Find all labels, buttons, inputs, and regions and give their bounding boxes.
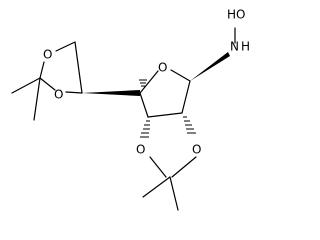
bond-c4-o — [139, 70, 159, 94]
bond-ring-cq-o-bottom — [39, 77, 56, 91]
bond-c3-c2 — [147, 112, 183, 118]
atom-label-upper-dioxolane-o2: O — [54, 88, 63, 102]
bond-ring-c-o-top — [55, 41, 76, 52]
atom-label-lower-dioxolane-o1: O — [136, 143, 145, 157]
bond-methyl-1 — [11, 77, 41, 94]
hashed-bond-c2-o — [183, 116, 196, 134]
atom-label-nitrogen-hydrogen: H — [241, 40, 250, 54]
bond-c1-c2 — [181, 80, 191, 114]
atom-label-furanose-oxygen: O — [158, 61, 167, 75]
molecular-structure: HO N H O O O O O — [11, 8, 250, 211]
atom-label-hydroxyl: HO — [227, 8, 245, 22]
wedge-bond-dioxolane-to-c4 — [82, 90, 140, 96]
bond-c4-c3 — [139, 92, 149, 118]
hashed-bond-c4 — [139, 79, 147, 87]
atom-label-nitrogen: N — [230, 40, 239, 54]
upper-dioxolane-ring — [11, 41, 83, 121]
bond-ring-o-c-bottom — [65, 91, 83, 94]
bond-methyl-2 — [33, 77, 41, 121]
atom-label-upper-dioxolane-o1: O — [43, 48, 52, 62]
lower-dioxolane-ring — [142, 156, 197, 211]
bond-ring-ch2-ch — [74, 41, 83, 94]
furanose-ring — [139, 69, 191, 118]
bond-ring-o-cq-top — [39, 61, 45, 79]
bond-lower-methyl-1 — [142, 176, 171, 198]
bond-o-c1 — [170, 69, 191, 82]
hashed-bond-c3-o — [140, 120, 150, 138]
bond-lower-methyl-2 — [169, 176, 179, 211]
bond-lower-o2-cq — [171, 156, 197, 178]
atom-label-lower-dioxolane-o2: O — [192, 143, 201, 157]
bond-lower-o1-cq — [149, 156, 167, 178]
wedge-bond-c1-to-n — [190, 52, 230, 81]
